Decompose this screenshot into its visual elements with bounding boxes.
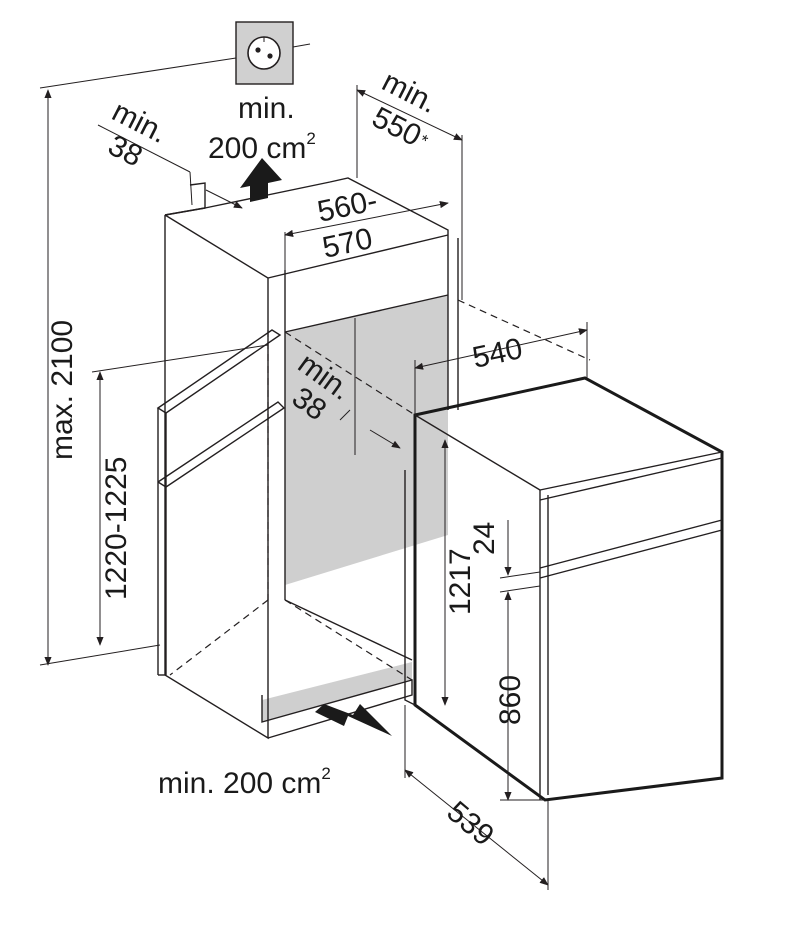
top-vent-min-label: min. xyxy=(238,92,295,125)
niche-width-label: 560- xyxy=(315,184,381,229)
bottom-vent-text: min. 200 cm xyxy=(158,767,321,800)
power-socket-icon xyxy=(235,21,294,85)
bottom-vent-exponent: 2 xyxy=(321,764,330,783)
dimension-lines xyxy=(39,43,588,890)
top-gap-label: 24 xyxy=(468,522,501,555)
niche-cabinet xyxy=(156,177,591,740)
bottom-vent-label: min. 200 cm2 xyxy=(158,764,331,800)
max-height-label: max. 2100 xyxy=(46,320,79,460)
airflow-arrow-in-icon xyxy=(315,704,392,736)
niche-height-label: 1220-1225 xyxy=(100,457,133,600)
airflow-arrow-up-icon xyxy=(240,158,282,202)
appliance-height-label: 1217 xyxy=(444,548,477,615)
top-vent-area-label: 200 cm2 xyxy=(208,129,316,165)
niche-back-recess xyxy=(285,295,448,585)
appliance-fridge xyxy=(404,376,724,802)
appliance-depth-label: 539 xyxy=(441,795,501,852)
niche-width-label-2: 570 xyxy=(320,222,376,265)
door-height-label: 860 xyxy=(494,675,527,725)
top-vent-area-exponent: 2 xyxy=(306,129,315,148)
top-vent-area-text: 200 cm xyxy=(208,132,306,165)
appliance-width-label: 540 xyxy=(470,332,526,375)
